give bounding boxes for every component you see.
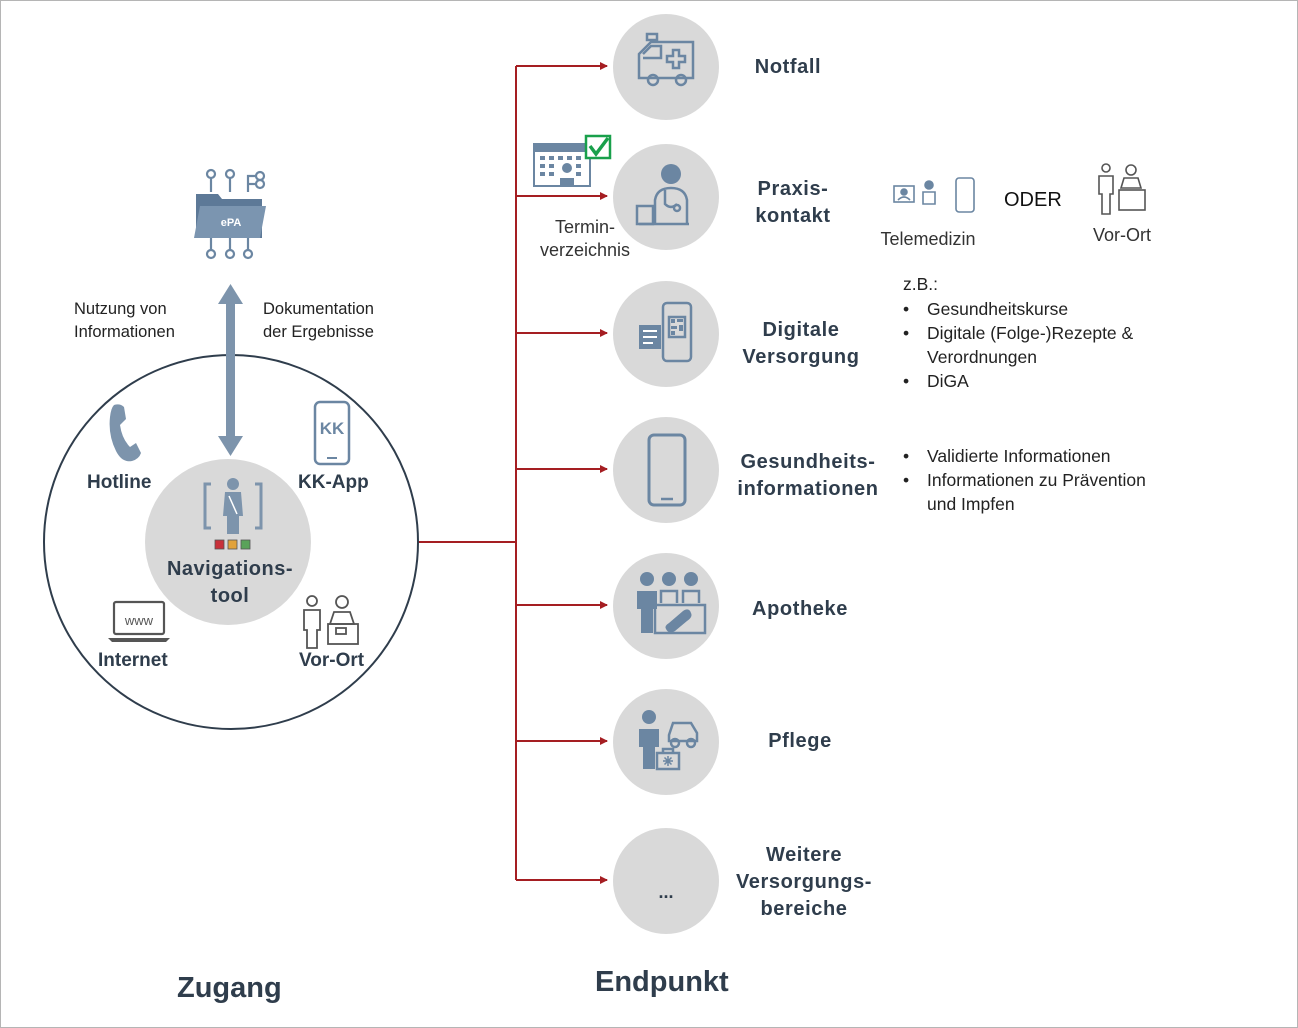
endpoint-pflege-label: Pflege bbox=[768, 730, 832, 752]
digital-note-item: DiGA bbox=[901, 369, 1133, 393]
pharmacy-icon bbox=[637, 572, 707, 635]
smartphone-icon bbox=[647, 433, 687, 507]
section-title-endpunkt: Endpunkt bbox=[595, 966, 729, 998]
laptop-icon-text: www bbox=[124, 613, 154, 628]
endpoint-pflege-circle bbox=[613, 689, 719, 795]
doctor-icon bbox=[635, 164, 689, 226]
counter-icon bbox=[1098, 163, 1146, 215]
navigation-person-icon bbox=[203, 478, 263, 550]
telemedizin-label: Telemedizin bbox=[880, 229, 976, 249]
endpoint-weitere-label: Weitere Versorgungs- bereiche bbox=[735, 844, 873, 920]
folder-circuit-icon: ePA bbox=[194, 168, 266, 260]
endpoint-digital-circle bbox=[613, 281, 719, 387]
digital-note-item: Digitale (Folge-)Rezepte & Verordnungen bbox=[901, 321, 1133, 369]
calendar-check-icon bbox=[533, 134, 612, 187]
double-arrow bbox=[218, 284, 243, 456]
info-bullet-item: Validierte Informationen bbox=[901, 444, 1146, 468]
channel-kk-app-label: KK-App bbox=[298, 472, 369, 493]
phone-icon bbox=[109, 404, 141, 462]
navigation-tool-label: Navigations- tool bbox=[166, 558, 294, 607]
laptop-icon: www bbox=[108, 600, 170, 642]
ellipsis-icon: ... bbox=[658, 882, 674, 902]
care-icon bbox=[639, 710, 699, 771]
praxis-vor-ort-label: Vor-Ort bbox=[1092, 225, 1151, 245]
endpoint-praxis-label: Praxis- kontakt bbox=[755, 178, 831, 227]
smartphone-icon: KK bbox=[313, 400, 351, 466]
telemedicine-devices-icon bbox=[893, 177, 975, 213]
endpoint-info-circle bbox=[613, 417, 719, 523]
channel-vor-ort-label: Vor-Ort bbox=[299, 650, 365, 671]
epa-label: ePA bbox=[221, 217, 242, 229]
channel-hotline-label: Hotline bbox=[87, 472, 152, 493]
digital-note-prefix: z.B.: bbox=[903, 274, 939, 294]
digital-prescription-icon bbox=[639, 301, 693, 363]
endpoint-digital-label: Digitale Versorgung bbox=[742, 319, 860, 368]
counter-icon bbox=[303, 595, 359, 649]
ambulance-icon bbox=[637, 32, 695, 87]
endpoint-weitere-circle: ... bbox=[613, 828, 719, 934]
endpoint-notfall-label: Notfall bbox=[754, 56, 822, 78]
arrow-right-label: Dokumentation der Ergebnisse bbox=[263, 300, 374, 341]
digital-note-item: Gesundheitskurse bbox=[901, 297, 1133, 321]
endpoint-apotheke-circle bbox=[613, 553, 719, 659]
endpoint-apotheke-label: Apotheke bbox=[752, 598, 848, 620]
endpoint-info-label: Gesundheits- informationen bbox=[737, 451, 879, 500]
channel-internet-label: Internet bbox=[98, 650, 168, 671]
oder-label: ODER bbox=[1004, 189, 1062, 211]
arrow-left-label: Nutzung von Informationen bbox=[74, 300, 175, 341]
kk-app-icon-text: KK bbox=[320, 419, 345, 438]
endpoint-notfall-circle bbox=[613, 14, 719, 120]
endpoint-praxis-circle bbox=[613, 144, 719, 250]
info-bullet-item: Informationen zu Prävention und Impfen bbox=[901, 468, 1146, 516]
section-title-zugang: Zugang bbox=[177, 972, 282, 1004]
termin-label: Termin- verzeichnis bbox=[539, 217, 631, 260]
info-bullet-list: Validierte Informationen Informationen z… bbox=[901, 444, 1146, 516]
digital-note-list: Gesundheitskurse Digitale (Folge-)Rezept… bbox=[901, 297, 1133, 393]
